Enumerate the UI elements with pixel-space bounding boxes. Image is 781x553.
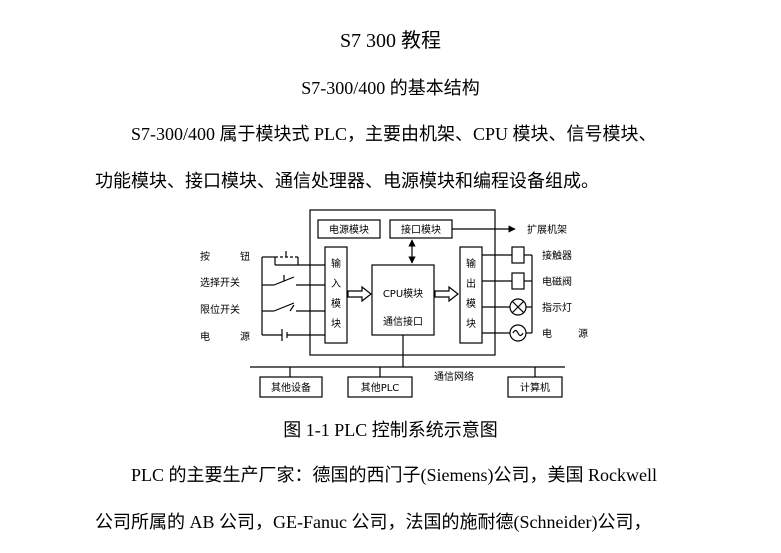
network-label: 通信网络 — [434, 370, 474, 383]
comm-interface-label: 通信接口 — [383, 315, 423, 328]
input-label-selector: 选择开关 — [200, 276, 240, 289]
input-label-button-2: 钮 — [240, 250, 250, 263]
paragraph-1-line-1: S7-300/400 属于模块式 PLC，主要由机架、CPU 模块、信号模块、 — [131, 124, 657, 144]
paragraph-2-line-1: PLC 的主要生产厂家：德国的西门子(Siemens)公司，美国 Rockwel… — [131, 465, 657, 485]
output-label-solenoid: 电磁阀 — [542, 275, 572, 288]
input-label-power-1: 电 — [200, 330, 210, 343]
output-module-char-1: 输 — [466, 257, 476, 270]
computer-box — [507, 376, 563, 398]
contactor-coil — [511, 246, 525, 264]
input-module-char-2: 入 — [331, 279, 341, 290]
plc-control-diagram: 电源模块 接口模块 扩展机架 输 入 模 块 CPU模块 通信接口 输 出 模 … — [190, 205, 620, 405]
paragraph-2-line-2: 公司所属的 AB 公司，GE-Fanuc 公司，法国的施耐德(Schneider… — [95, 512, 652, 532]
cpu-module-box — [371, 264, 435, 336]
output-module-box — [459, 246, 483, 344]
computer-label: 计算机 — [520, 381, 550, 394]
expansion-rack-label: 扩展机架 — [527, 223, 567, 236]
other-devices-box — [259, 376, 323, 398]
input-label-limit: 限位开关 — [200, 303, 240, 316]
figure-caption: 图 1-1 PLC 控制系统示意图 — [283, 420, 498, 440]
other-devices-label: 其他设备 — [271, 381, 311, 394]
other-plc-label: 其他PLC — [361, 381, 400, 394]
output-module-char-4: 块 — [466, 318, 476, 330]
output-label-indicator: 指示灯 — [542, 301, 572, 314]
input-label-button-1: 按 — [200, 250, 210, 263]
input-module-char-3: 模 — [331, 298, 341, 310]
section-heading: S7-300/400 的基本结构 — [301, 78, 480, 98]
cpu-to-output-arrow — [434, 285, 459, 303]
paragraph-1-line-2: 功能模块、接口模块、通信处理器、电源模块和编程设备组成。 — [95, 171, 599, 191]
input-module-char-1: 输 — [331, 257, 341, 270]
page-title: S7 300 教程 — [339, 30, 442, 52]
other-plc-box — [347, 376, 413, 398]
cpu-module-label: CPU模块 — [383, 288, 423, 300]
output-label-power-2: 源 — [578, 327, 588, 340]
output-module-char-3: 模 — [466, 298, 476, 310]
output-label-power-1: 电 — [542, 327, 552, 340]
input-module-char-4: 块 — [331, 318, 341, 330]
output-label-contactor: 接触器 — [542, 249, 572, 262]
input-to-cpu-arrow — [347, 285, 372, 303]
power-module-label: 电源模块 — [329, 223, 369, 236]
solenoid-coil — [511, 272, 525, 290]
interface-module-label: 接口模块 — [401, 223, 441, 236]
input-module-box — [324, 246, 348, 344]
output-module-char-2: 出 — [466, 277, 476, 290]
input-label-power-2: 源 — [240, 330, 250, 343]
power-module-box — [317, 219, 381, 239]
